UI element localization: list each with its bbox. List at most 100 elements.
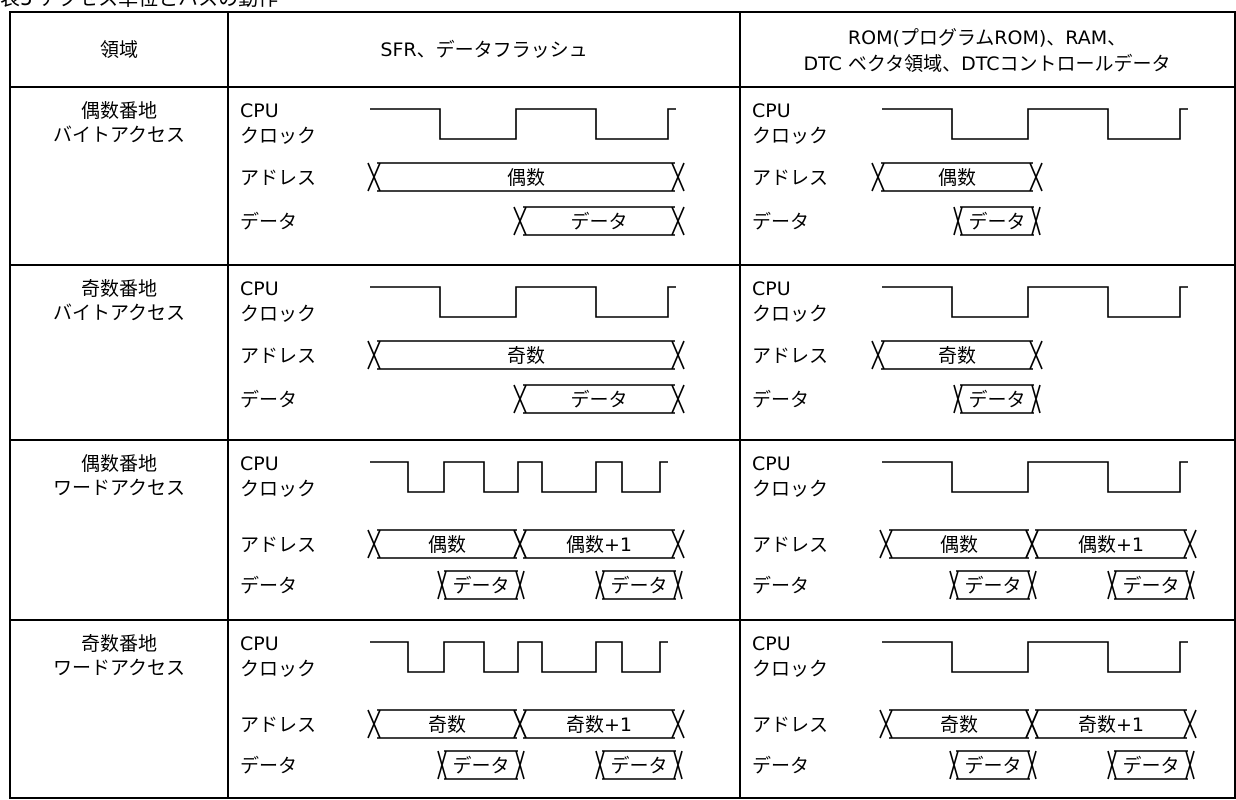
signal-data-label: データ xyxy=(752,755,809,777)
header-region: 領域 xyxy=(100,39,138,61)
row-1: 偶数番地バイトアクセスCPUクロックアドレスデータ偶数データCPUクロックアドレ… xyxy=(53,100,1188,236)
address-bus xyxy=(871,162,1043,192)
signal-data-label: データ xyxy=(240,575,297,597)
row-4-col1-timing: CPUクロックアドレスデータ奇数奇数+1データデータ xyxy=(240,633,685,780)
data-bus xyxy=(513,206,685,236)
table-border xyxy=(9,11,1236,799)
address-bus-2 xyxy=(513,529,685,559)
row-label-line1: 偶数番地 xyxy=(81,100,157,122)
signal-address-label: アドレス xyxy=(752,534,828,556)
data-bus-1 xyxy=(437,750,525,780)
data-bus-1-label: データ xyxy=(452,575,509,597)
signal-clock-label: クロック xyxy=(240,478,316,500)
row-3-col1-timing: CPUクロックアドレスデータ偶数偶数+1データデータ xyxy=(240,453,685,600)
row-label-line1: 偶数番地 xyxy=(81,453,157,475)
data-bus-1 xyxy=(949,570,1037,600)
data-bus-2 xyxy=(595,750,683,780)
data-bus-1-label: データ xyxy=(452,755,509,777)
data-bus-label: データ xyxy=(968,389,1025,411)
row-3: 偶数番地ワードアクセスCPUクロックアドレスデータ偶数偶数+1データデータCPU… xyxy=(53,453,1197,600)
address-bus-2-label: 偶数+1 xyxy=(566,534,632,556)
signal-clock-label: クロック xyxy=(240,658,316,680)
data-bus-2-label: データ xyxy=(610,575,667,597)
address-bus-1 xyxy=(879,709,1039,739)
signal-cpu-label: CPU xyxy=(240,633,279,655)
signal-data-label: データ xyxy=(752,389,809,411)
data-bus-2-label: データ xyxy=(1122,755,1179,777)
signal-address-label: アドレス xyxy=(752,345,828,367)
signal-clock-label: クロック xyxy=(752,125,828,147)
address-bus-2 xyxy=(1025,709,1197,739)
address-bus-1-label: 奇数 xyxy=(428,714,466,736)
header-sfr-dataflash: SFR、データフラッシュ xyxy=(380,39,587,61)
row-2: 奇数番地バイトアクセスCPUクロックアドレスデータ奇数データCPUクロックアドレ… xyxy=(53,278,1188,414)
data-bus-1-label: データ xyxy=(964,755,1021,777)
signal-clock-label: クロック xyxy=(752,478,828,500)
address-bus-label: 奇数 xyxy=(507,345,545,367)
row-label-line1: 奇数番地 xyxy=(81,633,157,655)
row-label-line2: ワードアクセス xyxy=(53,657,185,679)
data-bus xyxy=(953,206,1041,236)
data-bus-label: データ xyxy=(570,211,627,233)
address-bus xyxy=(367,340,685,370)
cpu-clock-waveform xyxy=(370,286,676,318)
signal-data-label: データ xyxy=(240,755,297,777)
signal-data-label: データ xyxy=(240,211,297,233)
cpu-clock-waveform xyxy=(370,641,668,673)
signal-address-label: アドレス xyxy=(752,167,828,189)
data-bus-1 xyxy=(949,750,1037,780)
address-bus-1 xyxy=(879,529,1039,559)
signal-cpu-label: CPU xyxy=(752,453,791,475)
address-bus-1 xyxy=(367,529,527,559)
data-bus-1-label: データ xyxy=(964,575,1021,597)
address-bus-2-label: 偶数+1 xyxy=(1078,534,1144,556)
signal-data-label: データ xyxy=(752,211,809,233)
address-bus-1-label: 偶数 xyxy=(428,534,466,556)
signal-clock-label: クロック xyxy=(240,303,316,325)
cpu-clock-waveform xyxy=(882,286,1188,318)
signal-cpu-label: CPU xyxy=(752,100,791,122)
address-bus-1 xyxy=(367,709,527,739)
cpu-clock-waveform xyxy=(882,641,1188,673)
address-bus-2 xyxy=(1025,529,1197,559)
data-bus-1 xyxy=(437,570,525,600)
address-bus-label: 偶数 xyxy=(507,167,545,189)
signal-clock-label: クロック xyxy=(240,125,316,147)
row-4: 奇数番地ワードアクセスCPUクロックアドレスデータ奇数奇数+1データデータCPU… xyxy=(53,633,1197,780)
data-bus-2-label: データ xyxy=(610,755,667,777)
signal-cpu-label: CPU xyxy=(752,278,791,300)
data-bus-label: データ xyxy=(968,211,1025,233)
header-rom-ram-line1: ROM(プログラムROM)、RAM、 xyxy=(848,27,1126,49)
address-bus-2 xyxy=(513,709,685,739)
row-4-col2-timing: CPUクロックアドレスデータ奇数奇数+1データデータ xyxy=(752,633,1197,780)
data-bus xyxy=(513,384,685,414)
address-bus xyxy=(367,162,685,192)
signal-cpu-label: CPU xyxy=(240,100,279,122)
cpu-clock-waveform xyxy=(370,108,676,140)
signal-data-label: データ xyxy=(240,389,297,411)
data-bus-2 xyxy=(1107,750,1195,780)
signal-data-label: データ xyxy=(752,575,809,597)
address-bus-2-label: 奇数+1 xyxy=(1078,714,1144,736)
cpu-clock-waveform xyxy=(370,461,668,493)
signal-cpu-label: CPU xyxy=(752,633,791,655)
address-bus-label: 奇数 xyxy=(938,345,976,367)
table-body: 偶数番地バイトアクセスCPUクロックアドレスデータ偶数データCPUクロックアドレ… xyxy=(53,100,1197,780)
address-bus-1-label: 偶数 xyxy=(940,534,978,556)
cpu-clock-waveform xyxy=(882,461,1188,493)
row-label-line1: 奇数番地 xyxy=(81,278,157,300)
signal-address-label: アドレス xyxy=(240,345,316,367)
cpu-clock-waveform xyxy=(882,108,1188,140)
data-bus-2 xyxy=(1107,570,1195,600)
address-bus-1-label: 奇数 xyxy=(940,714,978,736)
row-label-line2: バイトアクセス xyxy=(53,302,185,324)
data-bus-2-label: データ xyxy=(1122,575,1179,597)
row-label-line2: バイトアクセス xyxy=(53,124,185,146)
signal-cpu-label: CPU xyxy=(240,453,279,475)
